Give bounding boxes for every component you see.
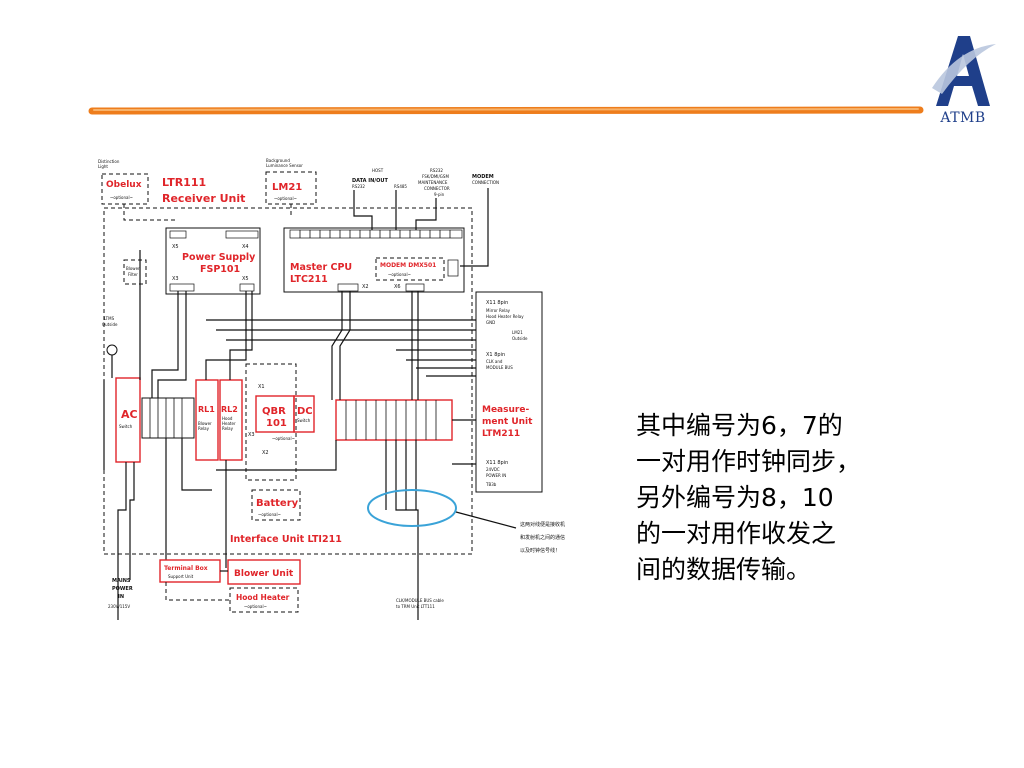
atmb-logo-icon [932,36,996,106]
x11-bottom-label: X11 8pin [486,460,508,466]
lm21-outside-label-2: Outside [512,336,528,341]
power-supply-label: Power Supply [182,252,256,263]
dc-label: DC [297,406,313,417]
maint-label: MAINTENANCE [418,180,448,185]
24vdc-label: 24VDC [486,467,500,472]
rl2-sub-3: Relay [222,426,234,431]
accent-rule [88,106,924,115]
battery-optional: ~optional~ [258,512,281,517]
measurement-label-2: ment Unit [482,417,533,427]
rl2-label: RL2 [221,405,238,414]
annotation-line-3: 以及时钟信号线！ [520,547,560,554]
power-in-label: POWER IN [486,473,506,478]
blower-filter-label: Blower [126,266,140,271]
distinction-light-label: Distinction [98,159,120,164]
module-bus-label: MODULE BUS [486,365,513,370]
measurement-label: Measure- [482,405,529,415]
lm21-label: LM21 [272,182,302,193]
clk-bus-label: CLK/MODULE BUS cable [396,598,444,603]
modem-optional: ~optional~ [388,272,411,277]
qbr-label: QBR [262,406,286,417]
ltr111-sub: Receiver Unit [162,192,245,205]
lm21-optional: ~optional~ [274,196,297,201]
interface-unit-label: Interface Unit LTI211 [230,534,342,545]
obelux-label: Obelux [106,180,142,190]
ac-switch-label: Switch [119,424,133,429]
bg-sensor-label-2: Luminance Sensor [266,163,303,168]
modem-connection-label: MODEM [472,174,494,180]
x3-label: X3 [172,276,179,282]
maint-connector: CONNECTOR [424,186,450,191]
x1-mid-label: X1 [258,384,265,390]
hood-heater-optional: ~optional~ [244,604,267,609]
rl2-sub-2: Heater [222,421,236,426]
master-cpu-label: Master CPU [290,262,352,273]
maint-fsk: FSK/DMI/GSM [422,174,449,179]
in-label: IN [118,594,124,600]
battery-label: Battery [256,498,299,509]
ltms-label-2: Outside [102,322,118,327]
caption-line-4: 的一对用作收发之 [636,519,837,548]
caption-line-5: 间的数据传输。 [636,555,812,584]
annotation-line-1: 这两对线便是接收机 [520,521,565,528]
caption-line-2: 一对用作时钟同步， [636,447,862,476]
x3b-label: X3 [248,432,255,438]
clk-and-label: CLK and [486,359,503,364]
blower-filter-label-2: Filter [128,272,138,277]
lm21-outside-label: LM21 [512,330,523,335]
x2-label: X2 [362,284,369,290]
wiring-diagram: .blk { fill:#111; font-size:5px; } .blks… [98,158,565,620]
dc-switch-label: Switch [297,418,311,423]
support-unit-label: Support Unit [168,574,194,579]
distinction-light-label-2: Light [98,164,108,169]
power-label: POWER [112,586,133,592]
blower-unit-label: Blower Unit [234,569,294,579]
logo-text: ATMB [940,110,986,126]
bg-sensor-label: Background [266,158,290,163]
rs485-label: RS485 [394,184,407,189]
hood-heater-label: Hood Heater [236,593,290,602]
terminal-box-label: Terminal Box [164,565,208,572]
x4-label: X4 [242,244,249,250]
maint-rs232: RS232 [430,168,443,173]
ltr111-label: LTR111 [162,176,206,189]
voltage-label: 230V/115V [108,604,130,609]
ac-label: AC [121,408,138,421]
caption-line-3: 另外编号为8，10 [636,483,834,512]
x5-bottom-label: X5 [242,276,249,282]
rl2-sub: Hood [222,416,233,421]
hood-heater-relay-label: Hood Heater Relay [486,314,524,319]
rl1-label: RL1 [198,405,215,414]
fsp101-label: FSP101 [200,264,240,275]
rl1-sub-2: Relay [198,426,210,431]
caption-line-1: 其中编号为6，7的 [636,411,843,440]
data-in-out-label: DATA IN/OUT [352,178,388,184]
clk-bus-label-2: to TRM Unit LTT111 [396,604,435,609]
gnd-label: GND [486,320,495,325]
x5-top-label: X5 [172,244,179,250]
ltc211-label: LTC211 [290,274,328,285]
qbr-101-label: 101 [266,418,287,429]
mains-label: MAINS [112,578,131,584]
obelux-optional: ~optional~ [110,195,133,200]
x2b-label: X2 [262,450,269,456]
modem-module-label: MODEM DMX501 [380,262,436,269]
modem-connection-label-2: CONNECTION [472,180,499,185]
rl1-sub: Blower [198,421,212,426]
mirror-relay-label: Mirror Relay [486,308,511,313]
x6-label: X6 [394,284,401,290]
x11-top-label: X11 8pin [486,300,508,306]
rs232-label: RS232 [352,184,365,189]
qbr-optional: ~optional~ [272,436,295,441]
annotation-line-2: 和发射机之间的通信 [520,534,565,541]
ltms-label: LTMS [104,316,115,321]
tb-label: TB3b [485,482,497,487]
maint-9pin: 9-pin [434,192,445,197]
host-label: HOST [372,168,384,173]
x1-right-label: X1 8pin [486,352,505,358]
caption: 其中编号为6，7的 一对用作时钟同步， 另外编号为8，10 的一对用作收发之 间… [636,408,936,588]
ltm211-label: LTM211 [482,429,520,439]
